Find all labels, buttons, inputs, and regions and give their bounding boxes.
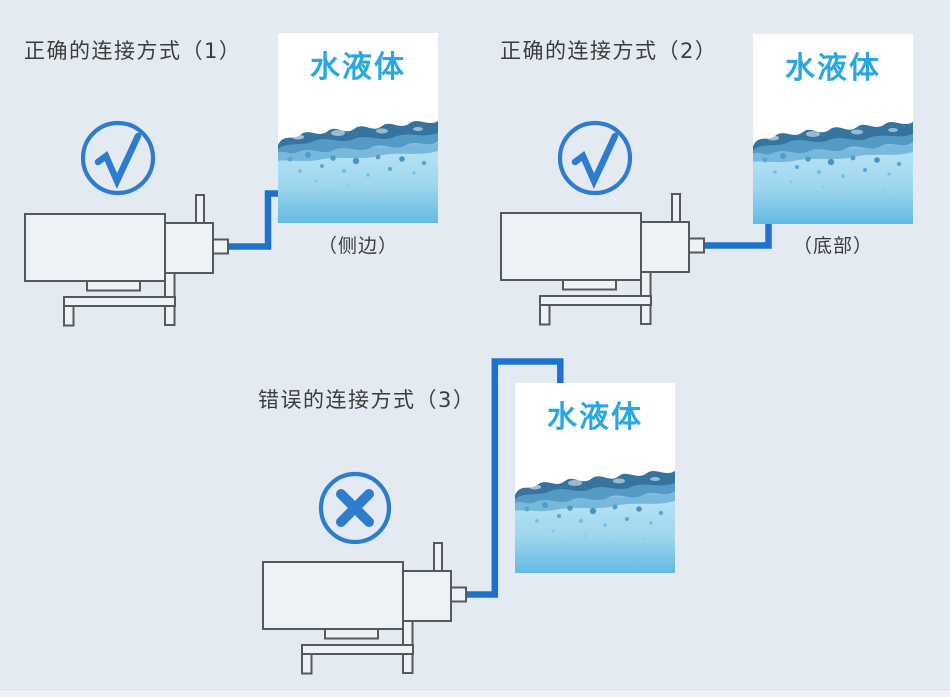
section-title-3: 错误的连接方式（3）	[258, 388, 476, 412]
pump-illustration-1	[24, 194, 229, 327]
pipe-over-top-connection	[464, 358, 564, 598]
tank-caption-side: （侧边）	[317, 235, 398, 257]
water-tank-3: 水液体	[515, 383, 675, 573]
water-tank-2: 水液体	[753, 34, 913, 224]
water-graphic	[753, 122, 913, 224]
bottom-strip	[0, 689, 950, 697]
check-circle-icon	[80, 120, 156, 196]
tank-label: 水液体	[785, 51, 881, 86]
pipe-bottom-connection	[702, 221, 772, 249]
cross-circle-icon	[318, 471, 392, 545]
section-title-2: 正确的连接方式（2）	[500, 39, 718, 63]
water-graphic	[278, 121, 438, 223]
tank-label: 水液体	[310, 50, 406, 85]
water-graphic	[515, 471, 675, 573]
check-circle-icon	[557, 120, 633, 196]
water-tank-1: 水液体	[278, 33, 438, 223]
pipe-side-connection	[226, 190, 282, 250]
pump-illustration-3	[262, 542, 467, 675]
section-title-1: 正确的连接方式（1）	[24, 39, 242, 63]
tank-label: 水液体	[547, 400, 643, 435]
pump-illustration-2	[500, 193, 705, 326]
tank-caption-bottom: （底部）	[792, 235, 873, 257]
